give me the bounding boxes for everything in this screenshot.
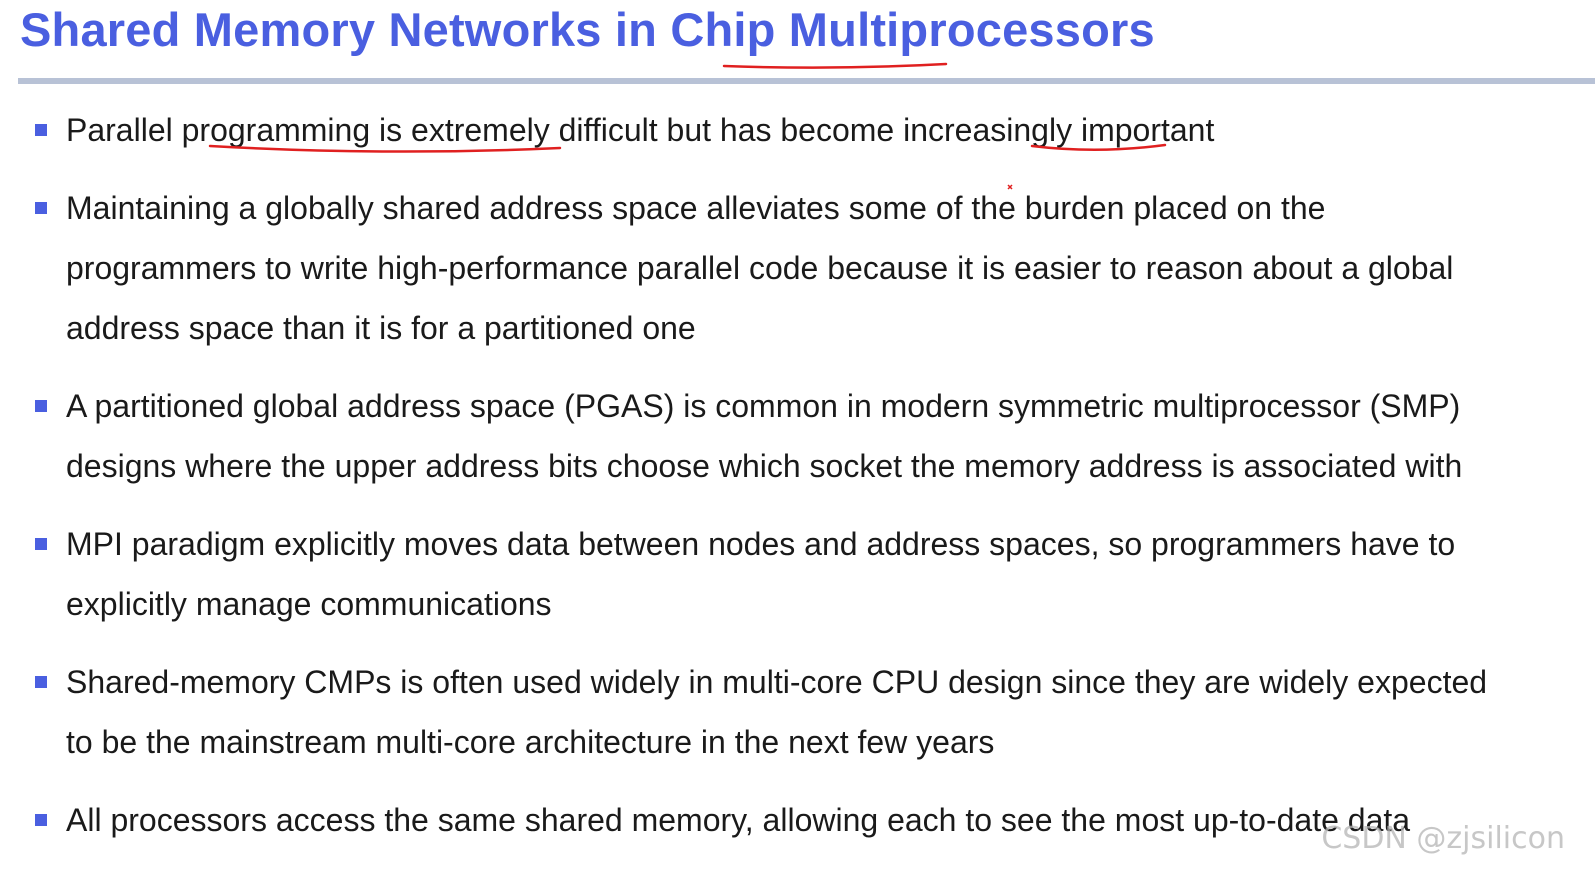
- bullet-line: to be the mainstream multi-core architec…: [66, 724, 995, 760]
- square-bullet-icon: [35, 400, 47, 412]
- bullet-item-3: A partitioned global address space (PGAS…: [0, 376, 1595, 496]
- bullet-line: Parallel programming is extremely diffic…: [66, 112, 1215, 148]
- bullet-item-2: Maintaining a globally shared address sp…: [0, 178, 1595, 358]
- bullet-item-1: Parallel programming is extremely diffic…: [0, 100, 1595, 160]
- bullet-item-4: MPI paradigm explicitly moves data betwe…: [0, 514, 1595, 634]
- bullet-line: Maintaining a globally shared address sp…: [66, 190, 1326, 226]
- bullet-item-5: Shared-memory CMPs is often used widely …: [0, 652, 1595, 772]
- bullet-line: All processors access the same shared me…: [66, 802, 1411, 838]
- bullet-item-6: All processors access the same shared me…: [0, 790, 1595, 850]
- bullet-line: designs where the upper address bits cho…: [66, 448, 1463, 484]
- bullet-line: Shared-memory CMPs is often used widely …: [66, 664, 1488, 700]
- underline-chip-multiprocessors: [722, 62, 948, 69]
- square-bullet-icon: [35, 124, 47, 136]
- square-bullet-icon: [35, 538, 47, 550]
- square-bullet-icon: [35, 202, 47, 214]
- bullet-line: explicitly manage communications: [66, 586, 552, 622]
- bullet-line: A partitioned global address space (PGAS…: [66, 388, 1461, 424]
- square-bullet-icon: [35, 814, 47, 826]
- title-divider: [18, 78, 1595, 84]
- slide-title: Shared Memory Networks in Chip Multiproc…: [20, 3, 1155, 56]
- bullet-line: MPI paradigm explicitly moves data betwe…: [66, 526, 1456, 562]
- watermark: CSDN @zjsilicon: [1321, 821, 1565, 856]
- bullet-line: address space than it is for a partition…: [66, 310, 696, 346]
- bullet-list: Parallel programming is extremely diffic…: [0, 100, 1595, 868]
- square-bullet-icon: [35, 676, 47, 688]
- bullet-line: programmers to write high-performance pa…: [66, 250, 1454, 286]
